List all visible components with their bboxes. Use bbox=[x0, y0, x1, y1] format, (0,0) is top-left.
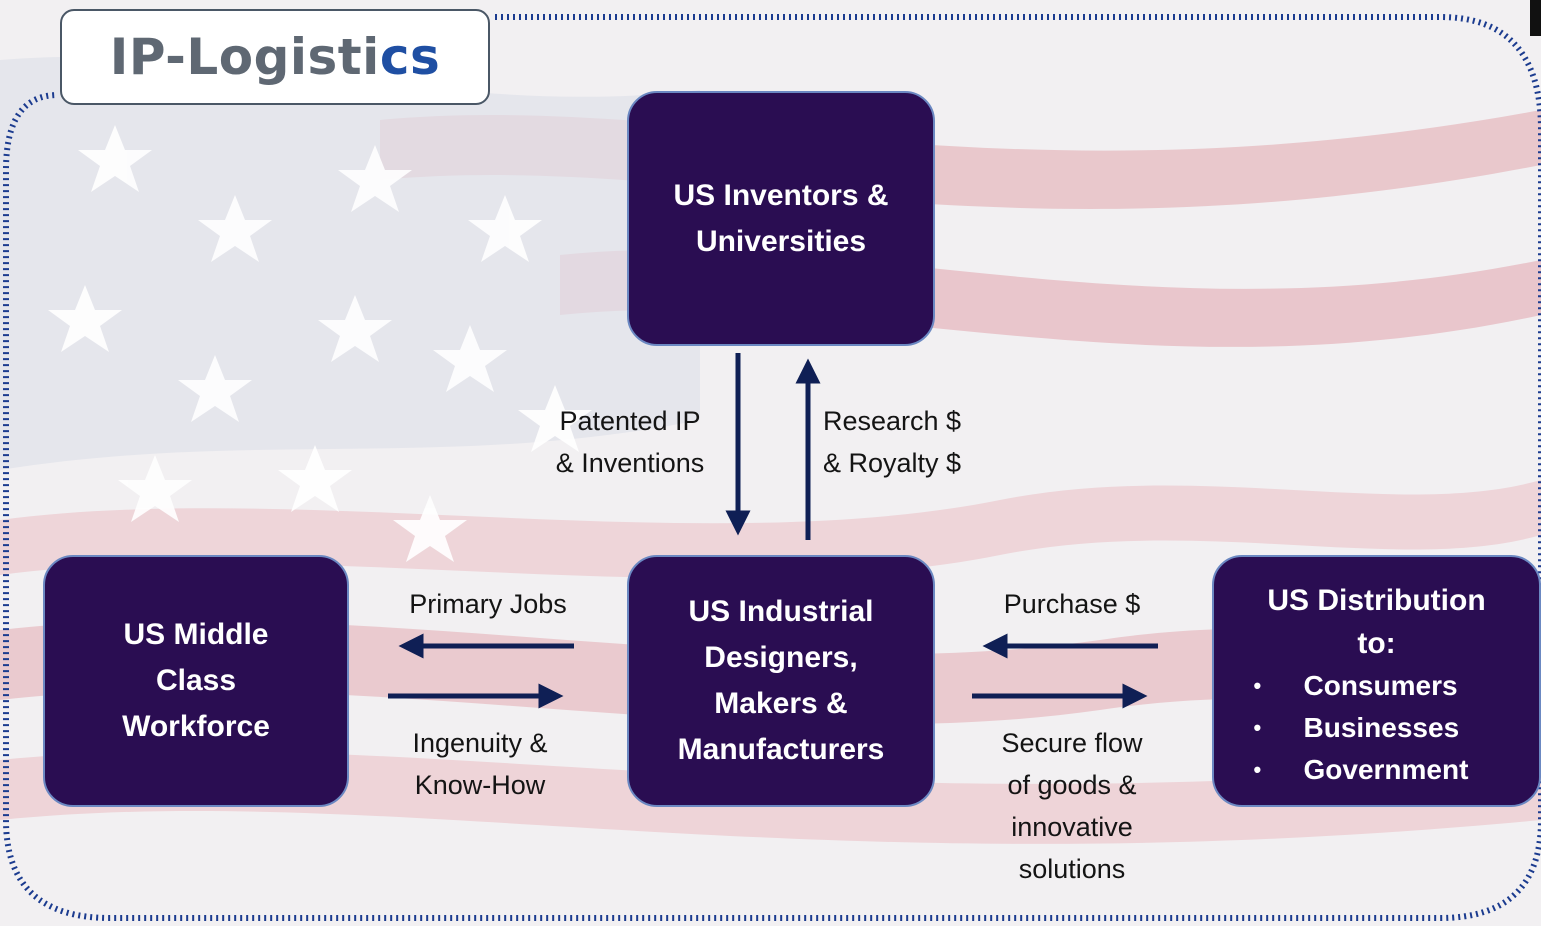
list-item: • Consumers bbox=[1254, 665, 1500, 707]
logo: IP-Logistics bbox=[60, 9, 490, 105]
label-primary-jobs: Primary Jobs bbox=[409, 589, 567, 619]
label-ingenuity-know-how: Ingenuity & Know-How bbox=[412, 728, 548, 800]
node-label: US Industrial Designers, Makers & Manufa… bbox=[677, 595, 885, 766]
node-us-middle-class-workforce: US Middle Class Workforce bbox=[43, 555, 349, 807]
bullet: • bbox=[1253, 673, 1262, 698]
logo-text: IP-Logistics bbox=[110, 32, 440, 82]
node-us-distribution: US Distribution to: • Consumers • Business… bbox=[1212, 555, 1541, 807]
bullet: • bbox=[1253, 757, 1262, 782]
logo-text-accent: cs bbox=[379, 28, 441, 86]
node-label: US Distribution to: bbox=[1267, 584, 1486, 660]
label-secure-flow-goods: Secure flow of goods & innovative soluti… bbox=[1001, 728, 1143, 884]
list-item-label: Businesses bbox=[1303, 712, 1460, 743]
list-item: • Government bbox=[1254, 749, 1500, 791]
corner-mark bbox=[1530, 0, 1541, 36]
label-purchase: Purchase $ bbox=[1003, 589, 1141, 619]
node-us-inventors-universities: US Inventors & Universities bbox=[627, 91, 935, 346]
label-patented-ip: Patented IP & Inventions bbox=[555, 406, 705, 478]
node-label: US Middle Class Workforce bbox=[122, 618, 270, 743]
list-item-label: Government bbox=[1303, 754, 1469, 785]
label-research-royalty: Research $ & Royalty $ bbox=[823, 406, 962, 478]
node-label: US Inventors & Universities bbox=[673, 178, 889, 258]
distribution-list: • Consumers • Businesses • Government bbox=[1254, 665, 1500, 791]
node-us-industrial-manufacturers: US Industrial Designers, Makers & Manufa… bbox=[627, 555, 935, 807]
list-item: • Businesses bbox=[1254, 707, 1500, 749]
bullet: • bbox=[1253, 715, 1262, 740]
logo-text-main: IP-Logisti bbox=[109, 28, 380, 86]
list-item-label: Consumers bbox=[1303, 670, 1458, 701]
